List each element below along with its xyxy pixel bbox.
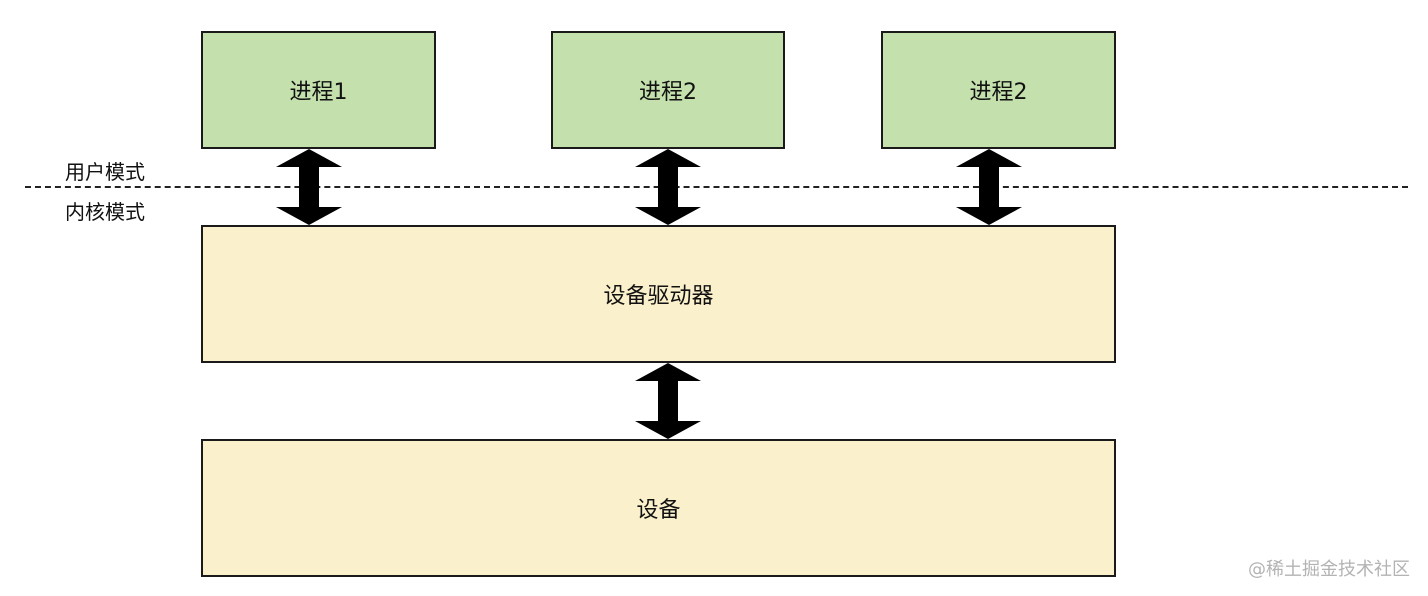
device-driver-box: 设备驱动器 [201,225,1116,363]
process-label-2: 进程2 [639,80,697,105]
process-label-1: 进程1 [289,80,348,105]
process-box-2: 进程2 [551,31,785,149]
device-driver-label: 设备驱动器 [603,284,714,309]
user-kernel-boundary-line [25,186,1408,188]
device-label: 设备 [636,498,681,523]
watermark-text: @稀土掘金技术社区 [1248,559,1410,580]
user-mode-label: 用户模式 [65,160,145,184]
double-headed-vertical-arrow-icon [276,149,342,225]
kernel-mode-label: 内核模式 [65,200,145,224]
process-box-1: 进程1 [201,31,436,149]
double-headed-vertical-arrow-icon [956,149,1022,225]
double-headed-vertical-arrow-icon [635,363,701,439]
double-headed-vertical-arrow-icon [635,149,701,225]
process-label-3: 进程2 [969,80,1028,105]
device-box: 设备 [201,439,1116,577]
process-box-3: 进程2 [881,31,1116,149]
